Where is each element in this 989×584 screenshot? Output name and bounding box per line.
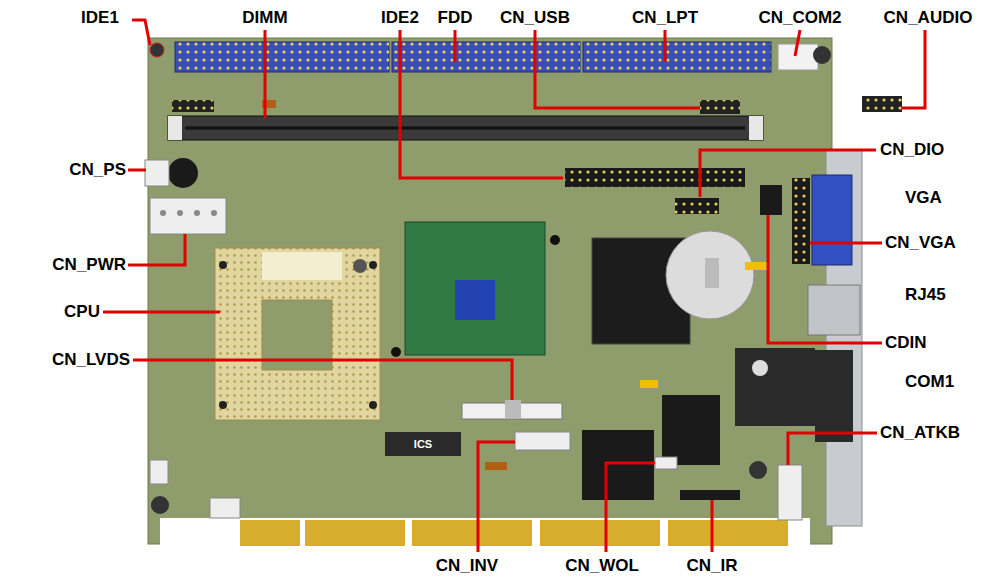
- part-label: CN_IR: [686, 556, 737, 576]
- part-label: CN_USB: [500, 8, 570, 28]
- part-label: CN_WOL: [565, 556, 639, 576]
- part-label: IDE2: [381, 8, 419, 28]
- part-label: CN_LPT: [632, 8, 698, 28]
- part-label: CDIN: [885, 333, 927, 353]
- part-label: DIMM: [242, 8, 287, 28]
- part-label: CN_AUDIO: [884, 8, 973, 28]
- part-label: CN_VGA: [885, 233, 956, 253]
- part-label: COM1: [905, 372, 954, 392]
- part-label: CN_INV: [436, 556, 498, 576]
- part-label: CN_DIO: [880, 140, 944, 160]
- part-label: FDD: [438, 8, 473, 28]
- part-label: CN_LVDS: [52, 350, 130, 370]
- part-label: VGA: [905, 188, 942, 208]
- chip-marking: ICS: [414, 438, 432, 450]
- part-label: CPU: [64, 302, 100, 322]
- part-label: CN_PS: [69, 160, 126, 180]
- part-label: RJ45: [905, 285, 946, 305]
- part-label: CN_COM2: [758, 8, 841, 28]
- part-label: IDE1: [81, 8, 119, 28]
- part-label: CN_ATKB: [880, 423, 960, 443]
- part-label: CN_PWR: [52, 255, 126, 275]
